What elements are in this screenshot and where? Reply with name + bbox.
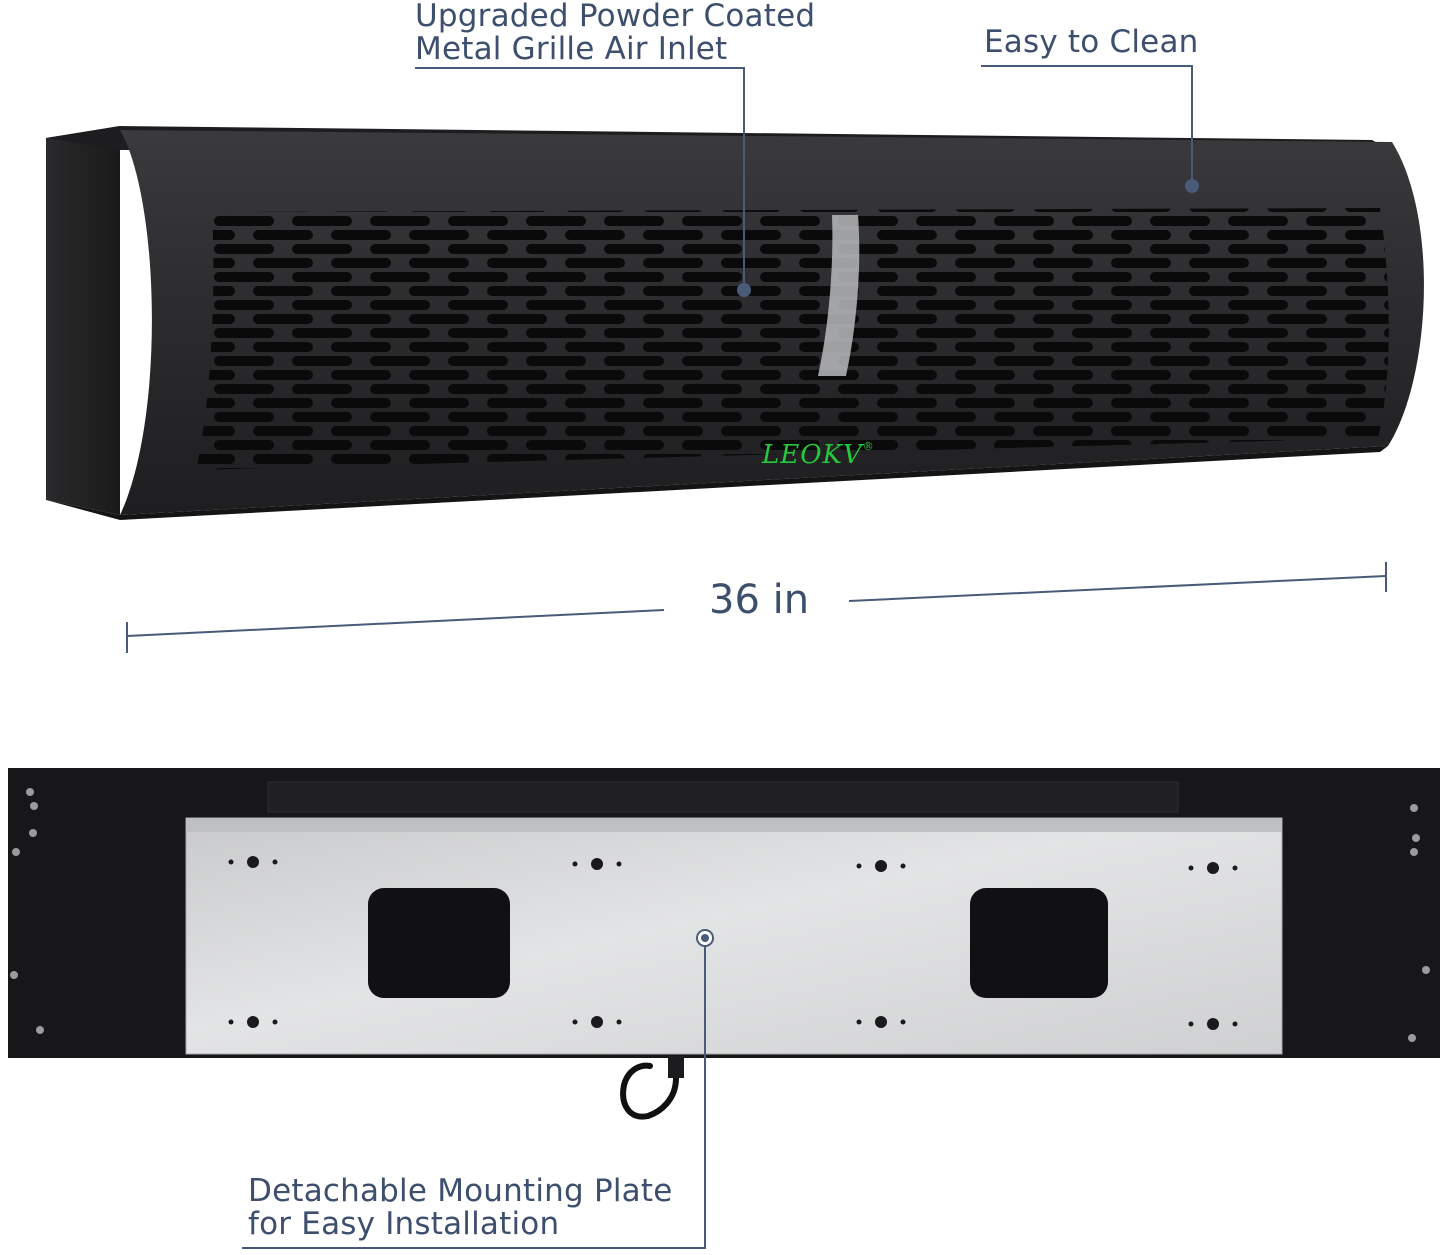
mounting-plate-flange [186, 818, 1282, 832]
brand-logo: LEOKV® [762, 440, 875, 470]
callout-plate-label: Detachable Mounting Plate for Easy Insta… [248, 1175, 672, 1241]
dimension-line-left [126, 609, 665, 637]
housing-bolts [10, 788, 1430, 1042]
internal-fan-strip [818, 215, 860, 376]
callout-lines [242, 65, 1193, 1249]
callout-grille-line2: Metal Grille Air Inlet [415, 31, 728, 67]
dimension-line-right [848, 575, 1387, 602]
callout-grille-label: Upgraded Powder Coated Metal Grille Air … [415, 0, 815, 66]
dimension-width-text: 36 in [709, 577, 810, 623]
brand-registered-mark: ® [862, 440, 875, 453]
mounting-plate [185, 817, 1283, 1055]
plate-screw-holes [228, 856, 1238, 1030]
dimension-width-label: 36 in [709, 578, 809, 622]
callout-clean-label: Easy to Clean [984, 26, 1198, 59]
grille-slots [196, 208, 1389, 470]
callout-dots [696, 179, 1199, 947]
power-cord [620, 1055, 679, 1120]
unit-rear-view [8, 768, 1440, 1120]
air-curtain-unit [46, 126, 1424, 520]
callout-dot-clean [1185, 179, 1199, 193]
callout-line-clean [981, 65, 1193, 186]
callout-line-plate [242, 938, 706, 1249]
unit-bottom-edge [46, 446, 1388, 520]
cord-strain-relief [668, 1056, 684, 1078]
plate-cutout-right [970, 888, 1108, 998]
callout-clean-line1: Easy to Clean [984, 24, 1199, 60]
dimension-line [126, 562, 1387, 653]
callout-dot-plate-center [701, 934, 709, 942]
callout-grille-line1: Upgraded Powder Coated [415, 0, 816, 34]
brand-name: LEOKV [762, 440, 863, 470]
callout-line-grille [415, 67, 745, 290]
unit-side-panel [46, 126, 120, 515]
callout-plate-line2: for Easy Installation [248, 1206, 560, 1242]
callout-plate-line1: Detachable Mounting Plate [248, 1173, 673, 1209]
plate-cutout-left [368, 888, 510, 998]
callout-dot-grille [737, 283, 751, 297]
rear-top-rail [267, 781, 1179, 813]
